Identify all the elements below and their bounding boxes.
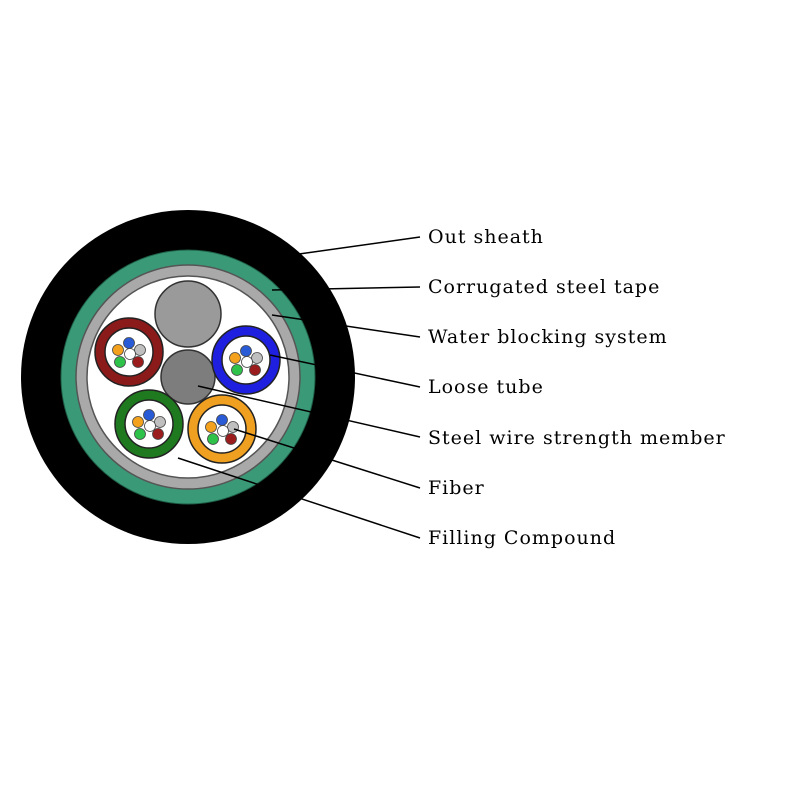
- filler-rod: [154, 280, 222, 348]
- fiber-strand: [216, 414, 228, 426]
- fiber-strand: [240, 345, 252, 357]
- leader-line-water-blocking-system: [271, 314, 421, 338]
- fiber-strand: [132, 356, 144, 368]
- fiber-strand: [152, 428, 164, 440]
- leader-line-out-sheath: [291, 236, 421, 256]
- fiber-bundle: [205, 414, 239, 445]
- fiber-strand: [225, 433, 237, 445]
- label-out-sheath: Out sheath: [428, 226, 544, 248]
- fiber-strand: [207, 433, 219, 445]
- leader-line-loose-tube: [269, 354, 421, 388]
- fiber-strand: [229, 352, 241, 364]
- fiber-strand: [251, 352, 263, 364]
- fiber-strand: [249, 364, 261, 376]
- fiber-strand: [144, 420, 156, 432]
- label-water-blocking-system: Water blocking system: [428, 326, 668, 348]
- fiber-bundle: [132, 409, 166, 440]
- leader-line-fiber: [233, 428, 421, 489]
- fiber-strand: [241, 356, 253, 368]
- loose-tube-orange: [187, 394, 257, 464]
- fiber-bundle: [112, 337, 146, 368]
- fiber-bundle: [229, 345, 263, 376]
- fiber-strand: [227, 421, 239, 433]
- fiber-strand: [123, 337, 135, 349]
- leader-line-corrugated-steel-tape: [271, 286, 421, 291]
- fiber-strand: [217, 425, 229, 437]
- fiber-strand: [112, 344, 124, 356]
- loose-tube-green: [114, 389, 184, 459]
- label-filling-compound: Filling Compound: [428, 527, 616, 549]
- fiber-strand: [143, 409, 155, 421]
- fiber-strand: [132, 416, 144, 428]
- fiber-strand: [154, 416, 166, 428]
- fiber-strand: [205, 421, 217, 433]
- leader-line-steel-wire-strength-member: [197, 385, 421, 438]
- fiber-strand: [231, 364, 243, 376]
- loose-tube-red: [94, 317, 164, 387]
- fiber-strand: [134, 344, 146, 356]
- label-corrugated-steel-tape: Corrugated steel tape: [428, 276, 660, 298]
- label-loose-tube: Loose tube: [428, 376, 544, 398]
- loose-tube-blue: [211, 325, 281, 395]
- fiber-strand: [124, 348, 136, 360]
- label-steel-wire-strength-member: Steel wire strength member: [428, 427, 726, 449]
- steel-wire-strength-member: [160, 349, 216, 405]
- leader-line-filling-compound: [177, 457, 421, 539]
- label-fiber: Fiber: [428, 477, 485, 499]
- fiber-strand: [114, 356, 126, 368]
- fiber-strand: [134, 428, 146, 440]
